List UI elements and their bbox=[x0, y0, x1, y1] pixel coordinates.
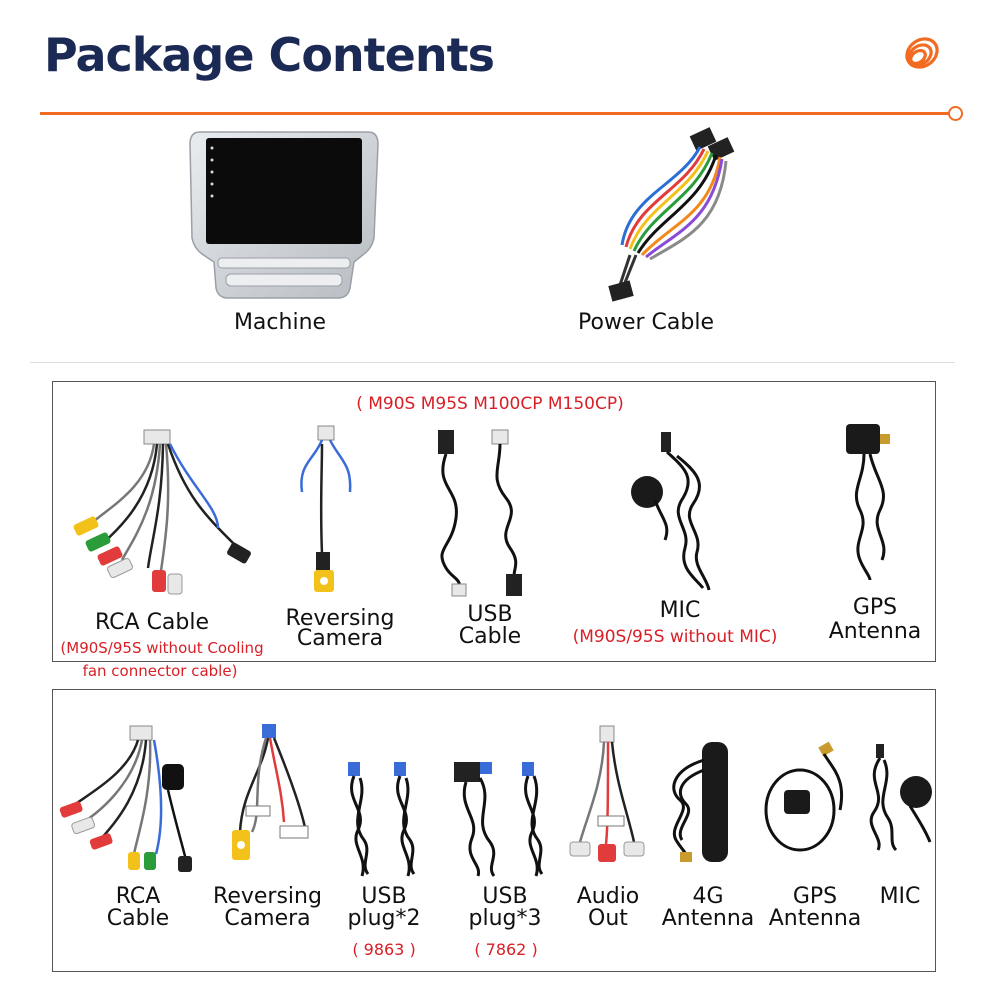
reversing-camera-2-icon bbox=[222, 722, 318, 872]
accessories-box-standard bbox=[52, 381, 936, 662]
gps-antenna-icon bbox=[840, 420, 910, 585]
audio-out-label-line1: Audio bbox=[576, 884, 640, 909]
rca-cable-2-icon bbox=[58, 724, 200, 874]
usb-plug-3-label-line1: USB bbox=[482, 884, 528, 909]
audio-out-cable-icon bbox=[568, 724, 648, 874]
section-divider bbox=[30, 362, 955, 363]
usb-cable-label-line2: Cable bbox=[458, 624, 522, 649]
usb-cable-icon bbox=[430, 428, 542, 598]
reversing-camera-2-label-line1: Reversing bbox=[213, 884, 322, 909]
orange-spiral-logo-icon bbox=[895, 28, 945, 78]
gps-antenna-label-line1: GPS bbox=[852, 595, 898, 620]
microphone-icon bbox=[625, 428, 725, 598]
header-rule bbox=[40, 112, 952, 115]
header-rule-dot bbox=[948, 106, 963, 121]
reversing-camera-label-line1: Reversing bbox=[285, 606, 395, 631]
rca-cable-label: RCA Cable bbox=[94, 610, 210, 635]
accessories-box-extended bbox=[52, 689, 936, 972]
gps-antenna-2-label-line2: Antenna bbox=[768, 906, 862, 931]
mic-note: (M90S/95S without MIC) bbox=[572, 627, 778, 647]
reversing-camera-cable-icon bbox=[292, 424, 362, 602]
mic-label: MIC bbox=[659, 598, 701, 623]
4g-antenna-label-line1: 4G bbox=[692, 884, 724, 909]
usb-plug-2-note: ( 9863 ) bbox=[352, 940, 416, 959]
reversing-camera-label-line2: Camera bbox=[296, 626, 384, 651]
mic-2-label: MIC bbox=[879, 884, 921, 909]
rca-cable-2-label-line1: RCA bbox=[115, 884, 161, 909]
rca-cable-icon bbox=[68, 428, 258, 598]
microphone-2-icon bbox=[860, 742, 940, 854]
audio-out-label-line2: Out bbox=[588, 906, 628, 931]
models-note: ( M90S M95S M100CP M150CP) bbox=[356, 394, 624, 414]
wiring-harness-icon bbox=[560, 125, 750, 305]
usb-plug-3-label-line2: plug*3 bbox=[468, 906, 542, 931]
page-title: Package Contents bbox=[44, 28, 495, 82]
power-cable-label: Power Cable bbox=[578, 310, 714, 335]
gps-antenna-2-icon bbox=[760, 740, 860, 860]
gps-antenna-2-label-line1: GPS bbox=[792, 884, 838, 909]
usb-plug-3-note: ( 7862 ) bbox=[474, 940, 538, 959]
rca-cable-2-label-line2: Cable bbox=[106, 906, 170, 931]
reversing-camera-2-label-line2: Camera bbox=[224, 906, 311, 931]
usb-cable-label-line1: USB bbox=[467, 602, 513, 627]
head-unit-screen-icon bbox=[188, 128, 380, 300]
4g-antenna-label-line2: Antenna bbox=[661, 906, 755, 931]
usb-plug-2-label-line2: plug*2 bbox=[347, 906, 421, 931]
gps-antenna-label-line2: Antenna bbox=[828, 619, 922, 644]
usb-plug-3-icon bbox=[450, 758, 560, 880]
usb-plug-2-label-line1: USB bbox=[361, 884, 407, 909]
machine-label: Machine bbox=[233, 310, 327, 335]
rca-cable-note-line1: (M90S/95S without Cooling bbox=[60, 639, 264, 657]
usb-plug-2-icon bbox=[338, 760, 438, 880]
rca-cable-note-line2: fan connector cable) bbox=[82, 662, 238, 680]
4g-antenna-icon bbox=[662, 740, 742, 865]
